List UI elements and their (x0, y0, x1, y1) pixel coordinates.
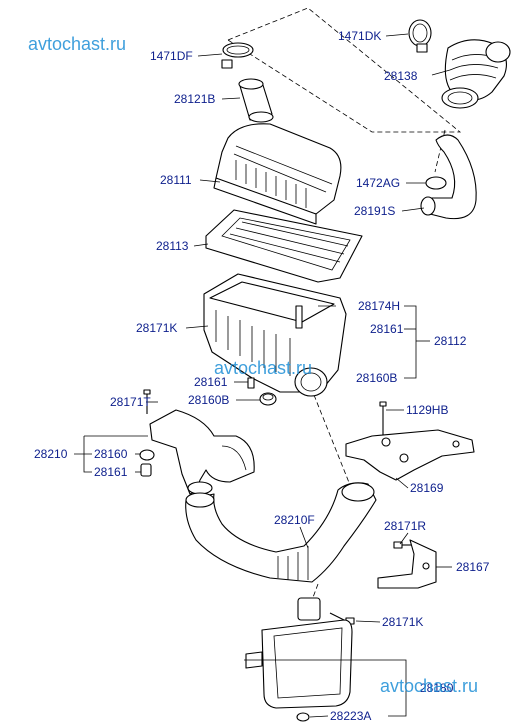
bolt-1129hb (379, 401, 387, 436)
label-28161-right: 28161 (370, 322, 404, 336)
label-1471dk: 1471DK (338, 29, 381, 43)
watermark-middle: avtochast.ru (214, 358, 312, 378)
hose-28138 (441, 39, 511, 109)
label-28160b-mid: 28160B (188, 393, 229, 407)
sleeve-28121b (238, 78, 274, 123)
duct-hose-28210f (185, 482, 377, 583)
bracket-28167 (377, 539, 437, 589)
label-28171t: 28171T (110, 395, 151, 409)
resonator-28180 (245, 597, 353, 709)
label-28210: 28210 (34, 447, 68, 461)
bolt-28171t (143, 389, 151, 414)
label-28113: 28113 (156, 239, 189, 253)
label-28171r: 28171R (384, 519, 426, 533)
clamp-1471dk (408, 19, 432, 53)
label-28167: 28167 (456, 560, 490, 574)
label-28160b-right: 28160B (356, 371, 397, 385)
grommet-28223a (296, 712, 310, 722)
hose-28191s (420, 134, 477, 220)
clamp-1472ag (425, 176, 447, 190)
dashed-boundary-top (227, 7, 462, 133)
label-28191s: 28191S (354, 204, 395, 218)
bracket-28169 (345, 429, 475, 481)
label-28112: 28112 (434, 334, 467, 348)
dashed-line-resonator (311, 583, 319, 601)
duct-28210 (149, 409, 255, 495)
label-28138: 28138 (384, 69, 418, 83)
bracket-28210-group (83, 436, 92, 473)
watermark-bottom: avtochast.ru (380, 676, 478, 696)
bolt-28171r (393, 541, 412, 549)
dashed-line-duct (313, 394, 353, 491)
label-1129hb: 1129HB (406, 403, 448, 417)
grommet-28161-mid (247, 377, 255, 389)
grommet-28160 (139, 449, 155, 461)
filter-28113 (205, 209, 363, 283)
label-28161-mid: 28161 (194, 375, 228, 389)
collar-28161 (140, 463, 152, 477)
label-28121b: 28121B (174, 92, 215, 106)
label-28160: 28160 (94, 447, 128, 461)
label-28111: 28111 (160, 173, 192, 187)
grommet-28160b-mid (259, 392, 277, 406)
label-28161-low: 28161 (94, 465, 128, 479)
label-28169: 28169 (410, 481, 444, 495)
watermark-top: avtochast.ru (28, 34, 126, 54)
bracket-28112-group (404, 305, 417, 379)
label-1472ag: 1472AG (356, 176, 400, 190)
label-28210f: 28210F (274, 513, 315, 527)
label-28171k-low: 28171K (382, 615, 423, 629)
label-28180: 28180 (420, 681, 454, 695)
label-28223a: 28223A (330, 709, 371, 723)
cover-28111 (213, 123, 342, 225)
bracket-28180-group (244, 659, 407, 717)
leader-lines (135, 33, 452, 718)
lower-body-28112 (203, 273, 347, 397)
label-28174h: 28174H (358, 299, 400, 313)
clamp-1471df (221, 42, 254, 69)
label-28171k-top: 28171K (136, 321, 177, 335)
dashed-line-hose (434, 129, 446, 173)
label-1471df: 1471DF (150, 49, 193, 63)
